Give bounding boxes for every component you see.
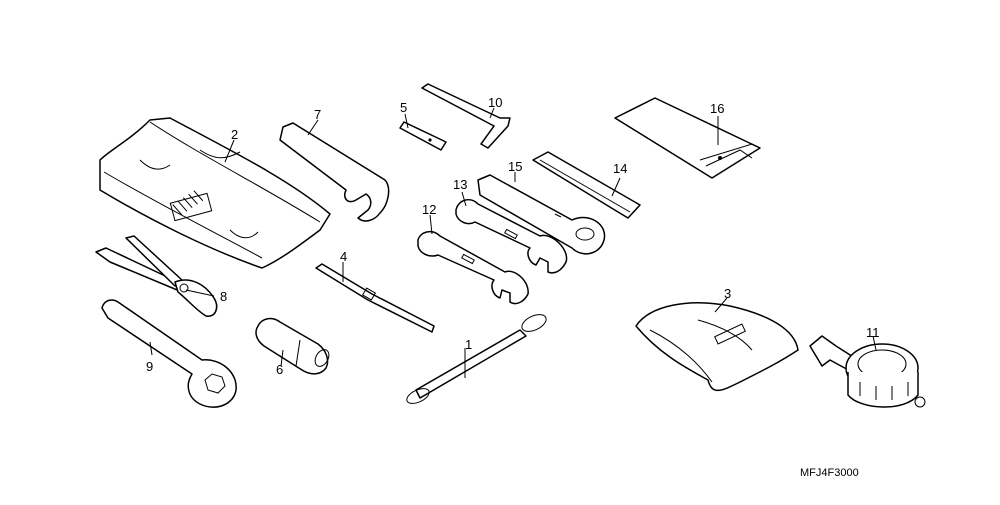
part-6-screwdriver-handle	[255, 317, 330, 375]
part-4-screwdriver	[315, 263, 435, 333]
callout-4: 4	[340, 249, 348, 264]
callout-10: 10	[488, 95, 503, 110]
callout-2: 2	[231, 127, 239, 142]
part-12-open-wrench	[417, 230, 529, 305]
part-7-pin-spanner	[279, 122, 390, 222]
part-1-strap	[406, 314, 547, 404]
callout-7: 7	[314, 107, 322, 122]
part-3-pouch	[635, 302, 799, 392]
callout-14: 14	[613, 161, 628, 176]
part-15-wrench	[477, 174, 606, 255]
callout-3: 3	[724, 286, 732, 301]
part-2-tool-bag	[99, 117, 331, 269]
part-16-pouch	[614, 97, 761, 179]
part-9-box-wrench	[101, 299, 237, 408]
callout-1: 1	[465, 337, 473, 352]
part-10-hex-key	[421, 83, 511, 149]
callout-11: 11	[866, 325, 880, 340]
callout-15: 15	[508, 159, 523, 174]
callout-16: 16	[710, 101, 725, 116]
part-8-pliers	[95, 235, 218, 317]
callout-12: 12	[422, 202, 437, 217]
part-13-open-wrench	[455, 199, 568, 274]
part-5-pin	[399, 121, 447, 151]
callout-8: 8	[220, 289, 228, 304]
part-14-handle-extension	[532, 151, 641, 219]
part-11-plug-wrench	[809, 335, 926, 408]
leader-lines	[149, 107, 877, 378]
callout-5: 5	[400, 100, 408, 115]
callout-6: 6	[276, 362, 284, 377]
callout-13: 13	[453, 177, 468, 192]
callout-9: 9	[146, 359, 154, 374]
diagram-code: MFJ4F3000	[800, 467, 859, 479]
